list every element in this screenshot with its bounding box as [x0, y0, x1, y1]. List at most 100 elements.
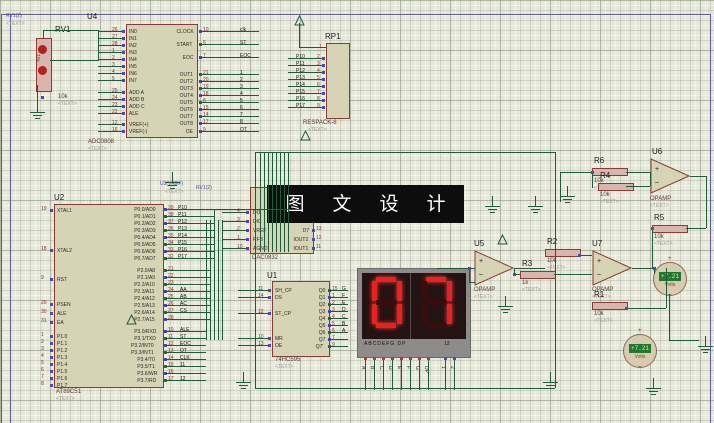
u2-pin-sq[interactable]	[50, 370, 53, 373]
u4-pin-sq[interactable]	[122, 51, 125, 54]
u4-pin-sq[interactable]	[122, 112, 125, 115]
resistor-r2[interactable]	[545, 249, 581, 257]
u2-pin-P0.0/AD0: P0.0/AD0	[134, 207, 156, 213]
display-pin-C[interactable]	[382, 357, 385, 360]
rp1-pin-sq[interactable]	[322, 78, 325, 81]
rv1-wiper-pin[interactable]	[41, 96, 44, 99]
u3-pin-sq[interactable]	[312, 247, 315, 250]
u4-pin-ADD C: ADD C	[129, 104, 145, 110]
u4-pin-sq[interactable]	[122, 130, 125, 133]
resistor-r5[interactable]	[652, 225, 688, 233]
u4-pin-sq[interactable]	[122, 44, 125, 47]
u1-pin-sq[interactable]	[268, 344, 271, 347]
u2-pin-sq[interactable]	[50, 335, 53, 338]
rp1-pin-sq[interactable]	[322, 99, 325, 102]
u4-pin-sq[interactable]	[122, 72, 125, 75]
u4-pin-sq[interactable]	[122, 37, 125, 40]
resistor-r4[interactable]	[598, 183, 634, 191]
display-pin-F[interactable]	[409, 357, 412, 360]
u4-pin-sq[interactable]	[122, 58, 125, 61]
u2-pin-sq[interactable]	[50, 356, 53, 359]
wire-segment	[222, 221, 246, 222]
u2-pinnum-10: 10	[168, 327, 174, 333]
voltmeter-bottom[interactable]: +7.21 Volts + –	[623, 328, 657, 370]
u2-pin-sq[interactable]	[50, 321, 53, 324]
u2-pin-sq[interactable]	[50, 377, 53, 380]
voltmeter-top[interactable]: +7.21 Volts + –	[653, 256, 687, 298]
u3-pin-sq[interactable]	[246, 229, 249, 232]
u3-pin-sq[interactable]	[246, 247, 249, 250]
u7-text-tag: <TEXT>	[592, 294, 611, 300]
ic-u2-at89c51[interactable]	[54, 204, 164, 388]
u3-pin-sq[interactable]	[246, 238, 249, 241]
u4-pin-sq[interactable]	[122, 30, 125, 33]
rp1-pin-sq[interactable]	[322, 64, 325, 67]
rp1-pin-sq[interactable]	[322, 85, 325, 88]
u2-pin-sq[interactable]	[50, 209, 53, 212]
u4-net-4: 2	[240, 77, 243, 83]
rp1-net-P17: P17	[296, 103, 305, 109]
net-label-u3-vref: U3(VREF)	[160, 181, 184, 187]
net-label-u3-vref-tag: <TEXT>	[165, 189, 184, 195]
rp1-pin-sq[interactable]	[322, 71, 325, 74]
display-pin-E[interactable]	[400, 357, 403, 360]
opamp-u7[interactable]: + –	[592, 250, 633, 291]
u4-pin-sq[interactable]	[122, 65, 125, 68]
opamp-u6[interactable]: + –	[650, 158, 691, 199]
vcc-arrow	[126, 312, 137, 330]
opamp-u5[interactable]: + –	[474, 250, 515, 291]
resistor-r3[interactable]	[520, 271, 556, 279]
u1-pin-sq[interactable]	[268, 289, 271, 292]
wire-segment	[579, 255, 592, 256]
display-pin-A[interactable]	[364, 357, 367, 360]
u2-pin-sq[interactable]	[50, 312, 53, 315]
display-pin-G[interactable]	[418, 357, 421, 360]
u2-pinnum-37: 37	[168, 219, 174, 225]
u4-pin-sq[interactable]	[122, 98, 125, 101]
u4-pinnum-24: 24	[112, 95, 118, 101]
u2-pin-sq[interactable]	[50, 363, 53, 366]
u1-pin-sq[interactable]	[268, 312, 271, 315]
u1-pin-sq[interactable]	[268, 337, 271, 340]
u1-pin-sq[interactable]	[268, 296, 271, 299]
seven-segment-display[interactable]: ABCDEFG DP 12	[357, 268, 471, 358]
u2-pin-sq[interactable]	[50, 303, 53, 306]
u2-pin-P1.2: P1.2	[57, 348, 68, 354]
u4-pin-sq[interactable]	[122, 123, 125, 126]
u3-pin-sq[interactable]	[246, 220, 249, 223]
display-pin-B[interactable]	[373, 357, 376, 360]
rp1-pin-sq[interactable]	[322, 92, 325, 95]
rp1-net-P10: P10	[296, 54, 305, 60]
display-pin-DP[interactable]	[427, 357, 430, 360]
wire-segment	[214, 209, 288, 210]
ic-rp1-respack[interactable]	[326, 43, 350, 119]
u4-pin-sq[interactable]	[122, 91, 125, 94]
rv1-value: 10k	[58, 94, 68, 100]
resistor-r1[interactable]	[592, 302, 628, 310]
wire-segment	[98, 73, 122, 74]
u3-pin-sq[interactable]	[246, 211, 249, 214]
u2-net-P11: P11	[178, 212, 187, 218]
u3-pin-sq[interactable]	[312, 229, 315, 232]
u2-pin-sq[interactable]	[50, 278, 53, 281]
wire-segment	[288, 93, 322, 94]
u1-net-0: G	[342, 286, 346, 292]
display-pin-D[interactable]	[391, 357, 394, 360]
display-common-2[interactable]	[453, 357, 456, 360]
u2-pin-sq[interactable]	[50, 349, 53, 352]
u4-pin-sq[interactable]	[122, 105, 125, 108]
wire-segment	[469, 268, 475, 269]
ic-u4-adc0808[interactable]	[126, 24, 198, 138]
u4-pin-sq[interactable]	[122, 79, 125, 82]
wire-segment	[164, 216, 214, 217]
display-common-1[interactable]	[444, 357, 447, 360]
u2-pin-sq[interactable]	[50, 342, 53, 345]
u2-pin-sq[interactable]	[50, 384, 53, 387]
ic-u1-74hc595[interactable]	[272, 281, 330, 357]
rp1-pin-sq[interactable]	[322, 57, 325, 60]
u3-pin-sq[interactable]	[312, 238, 315, 241]
u2-pin-sq[interactable]	[50, 249, 53, 252]
rp1-pin-sq[interactable]	[322, 106, 325, 109]
u2-net-P15: P15	[178, 240, 187, 246]
